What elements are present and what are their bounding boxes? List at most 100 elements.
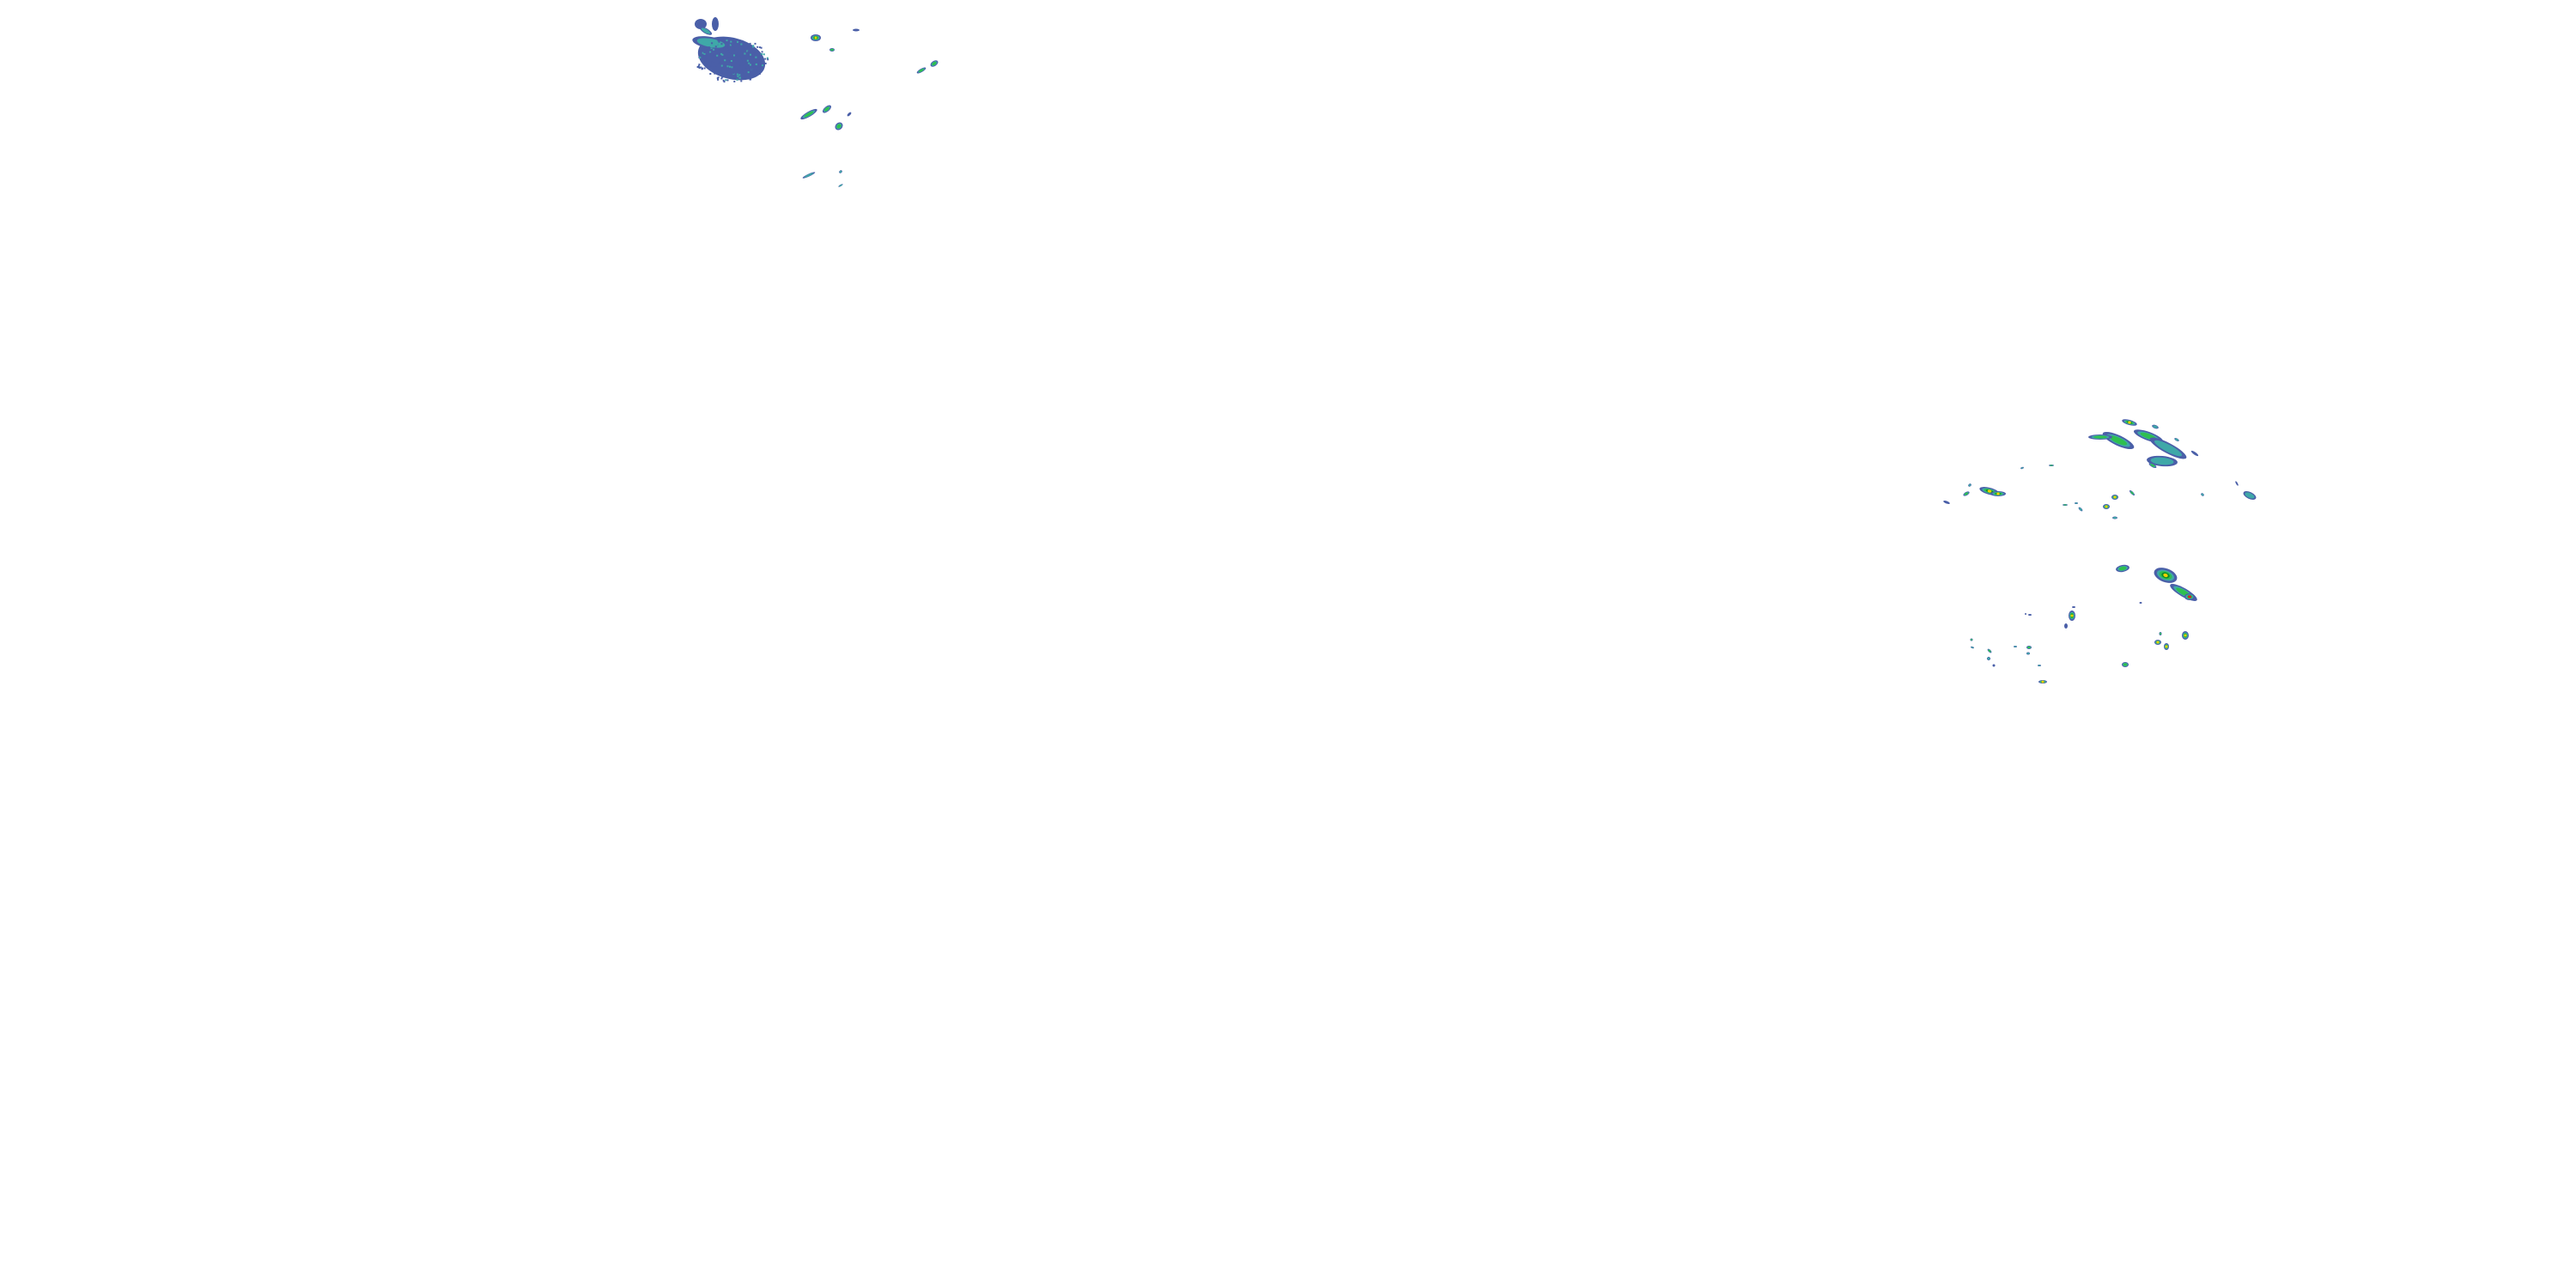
precip-pixel bbox=[737, 54, 738, 56]
precip-pixel bbox=[705, 60, 707, 62]
precip-cell bbox=[2235, 481, 2239, 486]
precip-pixel bbox=[754, 53, 756, 55]
precip-cell bbox=[2072, 606, 2075, 608]
precip-cell-core bbox=[2063, 504, 2066, 505]
precip-pixel bbox=[757, 52, 759, 53]
precip-cell bbox=[2190, 450, 2199, 457]
precip-pixel bbox=[750, 64, 751, 66]
precip-cell bbox=[712, 17, 719, 31]
precip-cell bbox=[2025, 613, 2026, 615]
precip-pixel bbox=[737, 76, 738, 77]
precip-pixel bbox=[713, 49, 714, 51]
precip-pixel bbox=[711, 42, 713, 44]
precip-cell-core bbox=[2166, 646, 2168, 648]
precip-pixel bbox=[717, 77, 719, 79]
precip-pixel bbox=[738, 51, 740, 52]
precip-pixel bbox=[744, 76, 745, 78]
precip-cell bbox=[2028, 614, 2032, 616]
precip-cell-core bbox=[2075, 502, 2078, 503]
precip-cell-core bbox=[2071, 615, 2074, 617]
precip-pixel bbox=[738, 74, 740, 76]
precip-pixel bbox=[720, 60, 721, 62]
precip-cell-core bbox=[2157, 641, 2160, 644]
precip-pixel bbox=[702, 68, 703, 70]
precip-pixel bbox=[735, 57, 737, 58]
precip-pixel bbox=[733, 55, 735, 57]
precip-pixel bbox=[710, 65, 712, 67]
precip-pixel bbox=[709, 48, 711, 50]
precip-pixel bbox=[722, 75, 724, 76]
precip-pixel bbox=[727, 65, 729, 67]
precip-pixel bbox=[740, 40, 742, 42]
precip-pixel bbox=[751, 50, 753, 52]
precip-pixel bbox=[746, 63, 748, 64]
precip-pixel bbox=[750, 54, 751, 56]
precip-pixel bbox=[705, 62, 707, 64]
precip-pixel bbox=[748, 63, 750, 64]
precip-pixel bbox=[731, 60, 732, 62]
precip-pixel bbox=[731, 66, 732, 68]
precip-pixel bbox=[738, 77, 740, 79]
precip-pixel bbox=[721, 60, 723, 62]
precip-pixel bbox=[698, 65, 700, 67]
precip-cell bbox=[853, 29, 860, 32]
precip-pixel bbox=[738, 69, 739, 70]
precip-pixel bbox=[713, 62, 714, 64]
precip-pixel bbox=[733, 81, 735, 82]
precip-pixel bbox=[727, 70, 729, 72]
precip-pixel bbox=[729, 49, 731, 51]
precip-pixel bbox=[761, 47, 762, 49]
precip-pixel bbox=[738, 46, 740, 47]
precip-pixel bbox=[730, 73, 732, 75]
precip-pixel bbox=[708, 46, 710, 48]
precip-cell-core bbox=[2105, 506, 2108, 508]
precip-cell bbox=[2140, 602, 2142, 604]
precip-pixel bbox=[755, 65, 756, 67]
precip-pixel bbox=[740, 80, 742, 82]
precip-pixel bbox=[745, 67, 747, 69]
precip-pixel bbox=[724, 59, 726, 61]
precip-cell bbox=[1943, 500, 1951, 505]
precip-cell-core bbox=[2027, 647, 2030, 648]
precip-cell-core bbox=[2042, 681, 2044, 683]
precip-cell-core bbox=[1971, 639, 1972, 641]
precip-cell-core bbox=[1996, 493, 2000, 495]
precip-pixel bbox=[759, 73, 761, 75]
precip-cell-core bbox=[2123, 663, 2127, 665]
precip-pixel bbox=[714, 54, 715, 56]
precip-pixel bbox=[753, 76, 755, 77]
precip-pixel bbox=[747, 60, 749, 62]
precip-pixel bbox=[731, 43, 732, 45]
precip-cell-core bbox=[2093, 435, 2106, 438]
precip-pixel bbox=[742, 59, 744, 61]
precip-pixel bbox=[715, 66, 717, 68]
precip-cell bbox=[2064, 623, 2068, 629]
precip-pixel bbox=[755, 43, 756, 45]
precip-pixel bbox=[762, 64, 763, 66]
precip-pixel bbox=[764, 58, 766, 60]
precip-pixel bbox=[753, 68, 755, 70]
precip-cell-core bbox=[2014, 646, 2017, 647]
precip-pixel bbox=[703, 52, 705, 53]
precip-pixel bbox=[725, 79, 726, 81]
precip-pixel bbox=[720, 48, 721, 50]
precip-cell-core bbox=[2184, 635, 2187, 637]
precip-cell bbox=[1993, 665, 1996, 667]
precip-pixel bbox=[726, 46, 728, 48]
precip-pixel bbox=[718, 39, 720, 41]
precip-pixel bbox=[726, 39, 728, 41]
precip-pixel bbox=[751, 55, 753, 57]
precip-pixel bbox=[744, 72, 745, 74]
precip-pixel bbox=[756, 70, 758, 72]
precip-pixel bbox=[730, 52, 732, 54]
precip-pixel bbox=[752, 46, 754, 47]
precip-pixel bbox=[705, 58, 707, 59]
precip-pixel bbox=[714, 73, 715, 75]
precip-pixel bbox=[743, 64, 744, 65]
precip-pixel bbox=[731, 38, 732, 39]
precip-pixel bbox=[763, 53, 765, 55]
precip-pixel bbox=[738, 55, 740, 57]
precip-pixel bbox=[749, 44, 750, 46]
precip-cell-core bbox=[830, 49, 833, 51]
precip-pixel bbox=[727, 49, 729, 51]
